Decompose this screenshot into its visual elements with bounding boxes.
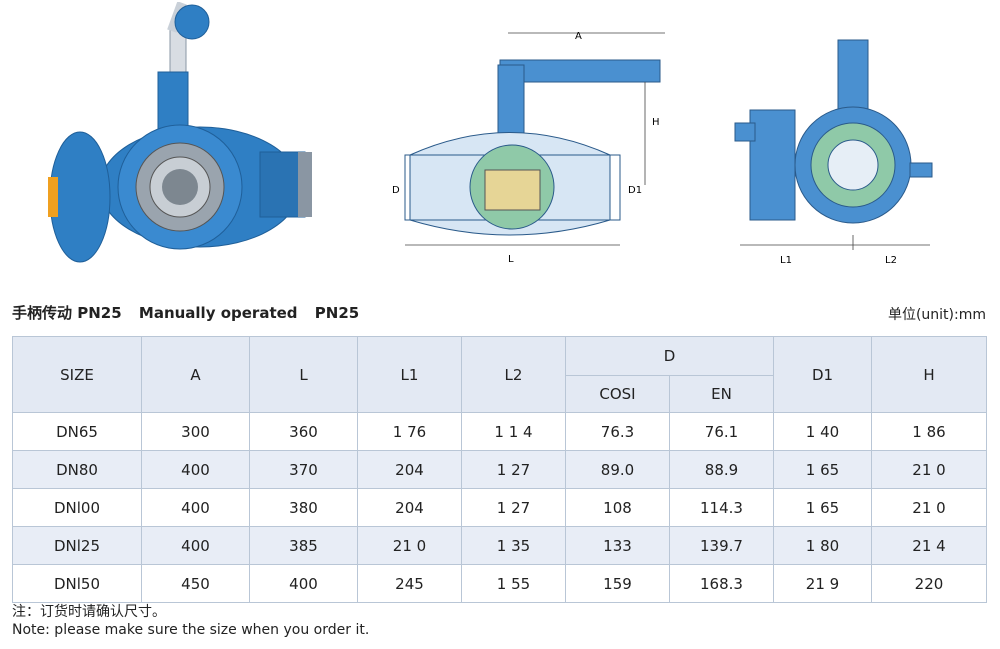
cell-l2: 1 55 bbox=[461, 564, 566, 603]
note-en: Note: please make sure the size when you… bbox=[12, 622, 370, 638]
cell-l2: 1 1 4 bbox=[461, 412, 566, 451]
cell-a: 300 bbox=[141, 412, 250, 451]
cell-a: 450 bbox=[141, 564, 250, 603]
cell-d-en: 88.9 bbox=[669, 450, 774, 489]
cell-h: 21 0 bbox=[871, 450, 987, 489]
cell-d1: 1 80 bbox=[773, 526, 872, 565]
cell-d-en: 139.7 bbox=[669, 526, 774, 565]
cell-d-en: 168.3 bbox=[669, 564, 774, 603]
cell-size: DNl00 bbox=[12, 488, 142, 527]
cell-d-cosi: 76.3 bbox=[565, 412, 670, 451]
cell-size: DN65 bbox=[12, 412, 142, 451]
cell-d-cosi: 108 bbox=[565, 488, 670, 527]
cell-a: 400 bbox=[141, 526, 250, 565]
cell-l: 370 bbox=[249, 450, 358, 489]
cell-l2: 1 27 bbox=[461, 450, 566, 489]
header-d-cosi: COSI bbox=[565, 375, 670, 413]
header-l2: L2 bbox=[461, 336, 566, 413]
cell-l2: 1 27 bbox=[461, 488, 566, 527]
header-l: L bbox=[249, 336, 358, 413]
cell-l1: 245 bbox=[357, 564, 462, 603]
dim-l1-label: L1 bbox=[780, 255, 792, 266]
heading-en: Manually operated bbox=[138, 304, 298, 322]
dim-d1-label: D1 bbox=[628, 185, 642, 196]
cell-l1: 204 bbox=[357, 488, 462, 527]
cell-l1: 204 bbox=[357, 450, 462, 489]
cell-size: DNl25 bbox=[12, 526, 142, 565]
note-cn: 注：订货时请确认尺寸。 bbox=[12, 604, 166, 620]
valve-photo bbox=[48, 2, 312, 263]
cell-d1: 1 65 bbox=[773, 450, 872, 489]
cell-h: 1 86 bbox=[871, 412, 987, 451]
header-d-en: EN bbox=[669, 375, 774, 413]
table-row: DNl00 400 380 204 1 27 108 114.3 1 65 21… bbox=[12, 488, 987, 527]
header-h: H bbox=[871, 336, 987, 413]
cell-l1: 21 0 bbox=[357, 526, 462, 565]
cell-d-cosi: 133 bbox=[565, 526, 670, 565]
dim-h-label: H bbox=[652, 117, 660, 128]
cell-l: 400 bbox=[249, 564, 358, 603]
heading-pn: PN25 bbox=[314, 304, 360, 322]
cell-d-cosi: 159 bbox=[565, 564, 670, 603]
header-a: A bbox=[141, 336, 250, 413]
table-row: DN80 400 370 204 1 27 89.0 88.9 1 65 21 … bbox=[12, 450, 987, 489]
cell-size: DNl50 bbox=[12, 564, 142, 603]
cell-h: 220 bbox=[871, 564, 987, 603]
cell-h: 21 0 bbox=[871, 488, 987, 527]
section-heading: 手柄传动 PN25 Manually operated PN25 bbox=[12, 302, 371, 323]
cell-a: 400 bbox=[141, 450, 250, 489]
cell-h: 21 4 bbox=[871, 526, 987, 565]
header-size: SIZE bbox=[12, 336, 142, 413]
cell-d-cosi: 89.0 bbox=[565, 450, 670, 489]
table-row: DN65 300 360 1 76 1 1 4 76.3 76.1 1 40 1… bbox=[12, 412, 987, 451]
cell-l: 385 bbox=[249, 526, 358, 565]
cell-d1: 1 65 bbox=[773, 488, 872, 527]
cell-l1: 1 76 bbox=[357, 412, 462, 451]
unit-label: 单位(unit):mm bbox=[887, 307, 986, 323]
table-row: DNl25 400 385 21 0 1 35 133 139.7 1 80 2… bbox=[12, 526, 987, 565]
cell-size: DN80 bbox=[12, 450, 142, 489]
dim-l2-label: L2 bbox=[885, 255, 897, 266]
dim-d-label: D bbox=[392, 185, 400, 196]
cell-l: 380 bbox=[249, 488, 358, 527]
front-view-drawing: A H D D1 L bbox=[392, 31, 665, 265]
heading-cn: 手柄传动 PN25 bbox=[12, 304, 122, 322]
header-d: D bbox=[565, 336, 774, 376]
dim-l-label: L bbox=[508, 254, 514, 265]
side-view-drawing: L1 L2 bbox=[734, 39, 933, 266]
cell-a: 400 bbox=[141, 488, 250, 527]
cell-d-en: 114.3 bbox=[669, 488, 774, 527]
header-l1: L1 bbox=[357, 336, 462, 413]
spec-table: SIZE A L L1 L2 D D1 H COSI EN DN65 300 3… bbox=[12, 336, 987, 603]
cell-d1: 21 9 bbox=[773, 564, 872, 603]
cell-d-en: 76.1 bbox=[669, 412, 774, 451]
header-d1: D1 bbox=[773, 336, 872, 413]
dim-a-label: A bbox=[575, 31, 582, 42]
cell-l2: 1 35 bbox=[461, 526, 566, 565]
table-row: DNl50 450 400 245 1 55 159 168.3 21 9 22… bbox=[12, 564, 987, 603]
cell-d1: 1 40 bbox=[773, 412, 872, 451]
illustrations: A H D D1 L L1 L2 bbox=[0, 0, 1000, 290]
cell-l: 360 bbox=[249, 412, 358, 451]
